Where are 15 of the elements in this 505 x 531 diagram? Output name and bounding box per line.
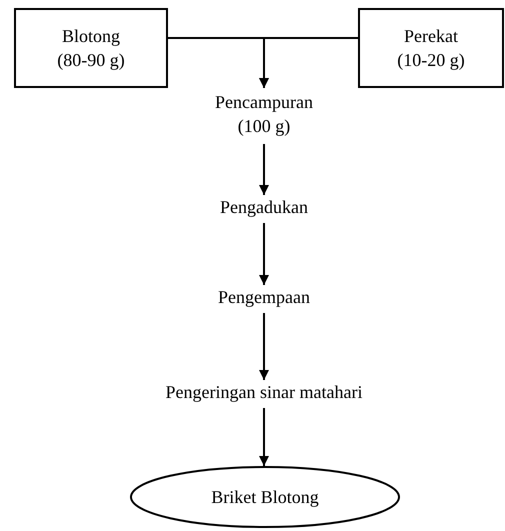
process-box [358,8,504,88]
node-text: Briket Blotong [211,486,319,509]
node-text: Perekat (10-20 g) [396,25,466,72]
arrow [259,223,269,285]
arrow [259,313,269,380]
step-label: Pengeringan sinar matahari [166,381,362,404]
step-label: Pencampuran (100 g) [214,91,314,138]
step-label: Pengempaan [218,286,310,309]
step-label: Pengadukan [220,196,308,219]
arrow [259,37,358,88]
arrow [259,408,269,466]
process-box [14,8,168,88]
node-text: Blotong (80-90 g) [56,25,126,72]
arrow [259,144,269,195]
ellipse-node [130,466,400,528]
